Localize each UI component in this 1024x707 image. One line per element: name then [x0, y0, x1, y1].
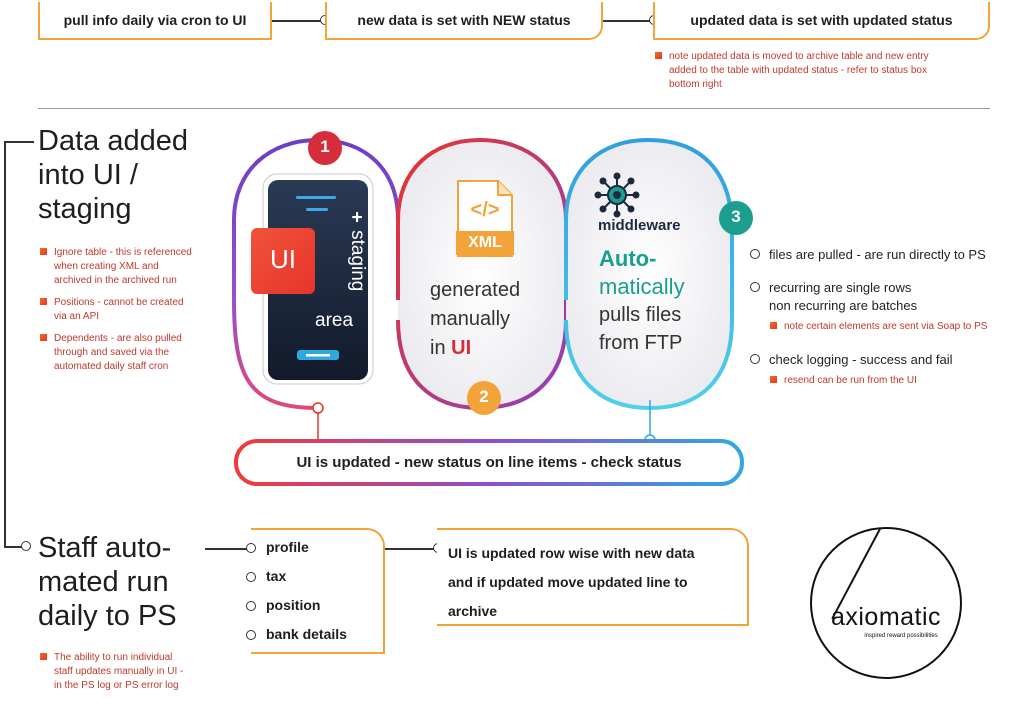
- flow-step-2: new data is set with NEW status: [325, 2, 603, 40]
- s2-item-bank: bank details: [266, 626, 347, 642]
- logo-tagline: inspired reward possibilities: [864, 633, 938, 639]
- s1-note-2-l1: Positions - cannot be created: [54, 297, 184, 308]
- section-2-title-line-3: daily to PS: [38, 600, 177, 632]
- s1-note-1-l3: archived in the archived run: [54, 275, 177, 286]
- section-2-title-line-1: Staff auto-: [38, 532, 172, 564]
- ui-box-label: UI: [270, 244, 296, 274]
- area-label: area: [315, 310, 354, 331]
- staging-plus: +: [351, 207, 363, 229]
- flow-note-line-2: added to the table with updated status -…: [669, 65, 927, 76]
- s1-note-3-l3: automated daily staff cron: [54, 361, 169, 372]
- bullet-icon: [40, 653, 47, 660]
- right-item-3: check logging - success and fail: [769, 352, 953, 367]
- bullet-icon: [40, 248, 47, 255]
- s1-note-1-l1: Ignore table - this is referenced: [54, 247, 192, 258]
- staging-word: staging: [347, 230, 368, 292]
- generated-line-2: manually: [430, 308, 511, 330]
- left-spine-top-tick: [4, 141, 34, 143]
- bullet-icon: [770, 376, 777, 383]
- flow-connector-2: [603, 20, 653, 22]
- section-1-title-line-3: staging: [38, 193, 132, 225]
- right-item-2-dot: [750, 282, 760, 292]
- top-divider: [38, 108, 990, 109]
- bullet-icon: [40, 298, 47, 305]
- left-spine-dot: [21, 541, 31, 551]
- logo-wordmark: axiomatic: [830, 603, 942, 631]
- s2-item-3-dot: [246, 601, 256, 611]
- right-item-3-dot: [750, 354, 760, 364]
- flow-step-1-label: pull info daily via cron to UI: [63, 12, 247, 28]
- flow-step-3: updated data is set with updated status: [653, 2, 990, 40]
- right-item-2-line-1: recurring are single rows: [769, 280, 912, 295]
- generated-line-1: generated: [430, 279, 521, 301]
- s2-item-2-dot: [246, 572, 256, 582]
- right-item-2-line-2: non recurring are batches: [769, 298, 918, 313]
- s2-item-tax: tax: [266, 568, 287, 584]
- flow-note: note updated data is moved to archive ta…: [655, 50, 995, 92]
- auto-line-2: matically: [599, 274, 685, 299]
- s1-note-3-l1: Dependents - are also pulled: [54, 333, 182, 344]
- section-1-title-line-2: into UI /: [38, 159, 138, 191]
- flow-step-3-label: updated data is set with updated status: [690, 12, 953, 28]
- s2-item-profile: profile: [266, 539, 309, 555]
- bullet-icon: [655, 52, 662, 59]
- s2-result-connector: [385, 548, 437, 550]
- right-item-1: files are pulled - are run directly to P…: [769, 247, 986, 262]
- bullet-icon: [40, 334, 47, 341]
- s1-note-2-l2: via an API: [54, 311, 100, 322]
- s2-items-box: [251, 528, 385, 654]
- s2-item-position: position: [266, 597, 321, 613]
- section-1-notes: Ignore table - this is referenced when c…: [40, 246, 230, 374]
- badge-3: 3: [731, 207, 741, 226]
- auto-line-4: from FTP: [599, 332, 683, 354]
- loop-3-path: [564, 137, 734, 411]
- right-item-2-note: note certain elements are sent via Soap …: [770, 320, 987, 334]
- section-1-title: Data added into UI / staging: [38, 124, 188, 226]
- middleware-icon: [594, 172, 640, 218]
- right-item-3-note: resend can be run from the UI: [770, 374, 917, 388]
- right-item-1-dot: [750, 249, 760, 259]
- auto-text: Auto- matically pulls files from FTP: [599, 245, 685, 357]
- generated-ui: UI: [451, 337, 472, 359]
- status-bar-label: UI is updated - new status on line items…: [296, 454, 682, 471]
- auto-line-3: pulls files: [599, 304, 682, 326]
- s2-item-1-dot: [246, 543, 256, 553]
- badge-1: 1: [320, 137, 330, 156]
- section-2-title: Staff auto- mated run daily to PS: [38, 531, 177, 633]
- flow-note-line-1: note updated data is moved to archive ta…: [669, 51, 929, 62]
- bullet-icon: [770, 322, 777, 329]
- left-spine-bottom-tick: [4, 546, 22, 548]
- xml-label: XML: [468, 234, 502, 251]
- flow-note-line-3: bottom right: [669, 79, 722, 90]
- xml-code-glyph: </>: [470, 199, 500, 221]
- generated-line-3: in: [430, 337, 446, 359]
- section-2-title-line-2: mated run: [38, 566, 169, 598]
- left-spine: [4, 141, 6, 547]
- s2-result-text: UI is updated row wise with new data and…: [448, 545, 695, 619]
- auto-line-1: Auto-: [599, 246, 657, 271]
- flow-step-1: pull info daily via cron to UI: [38, 2, 272, 40]
- s2-result-box: [437, 528, 749, 626]
- flow-connector-1: [272, 20, 324, 22]
- s2-connector: [205, 548, 253, 550]
- s1-note-3-l2: through and saved via the: [54, 347, 170, 358]
- section-1-title-line-1: Data added: [38, 125, 188, 157]
- loop-1-path: [232, 137, 400, 410]
- generated-text: generated manually in UI: [430, 276, 520, 363]
- badge-2: 2: [479, 387, 489, 406]
- middleware-label: middleware: [598, 217, 681, 234]
- section-2-note: The ability to run individual staff upda…: [40, 651, 230, 693]
- flow-step-2-label: new data is set with NEW status: [357, 12, 571, 28]
- axiomatic-logo: axiomatic inspired reward possibilities: [810, 527, 962, 679]
- s1-note-1-l2: when creating XML and: [54, 261, 159, 272]
- s2-item-4-dot: [246, 630, 256, 640]
